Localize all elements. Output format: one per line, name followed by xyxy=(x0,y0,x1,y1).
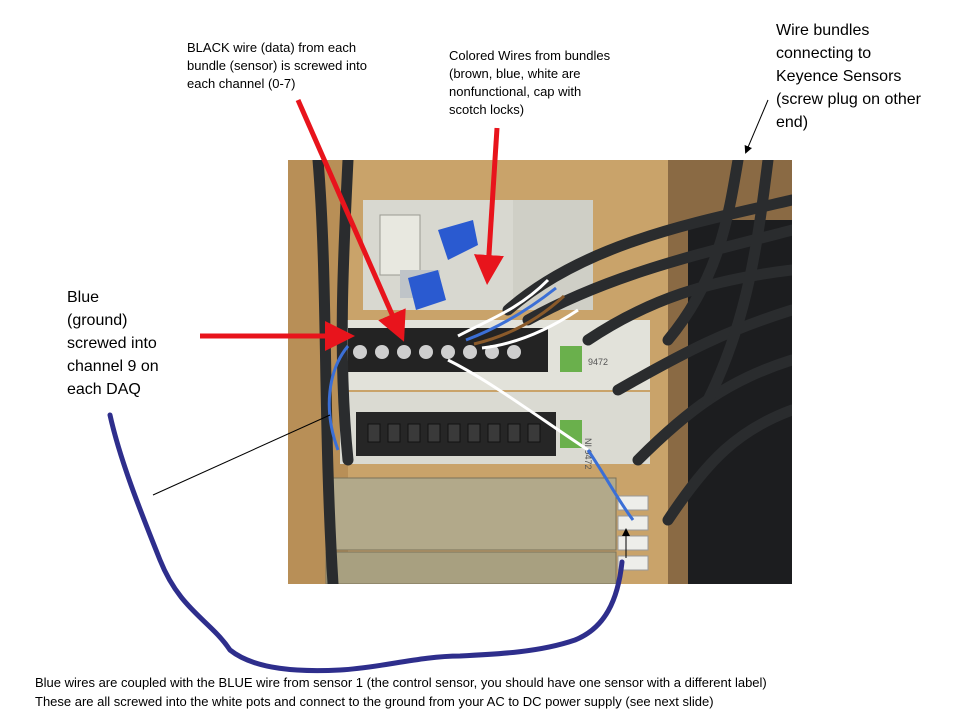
black-arrow-bundles xyxy=(744,99,769,154)
channel-leds-1 xyxy=(560,346,582,372)
bottom-note: Blue wires are coupled with the BLUE wir… xyxy=(35,675,767,709)
scotch-lock-caps xyxy=(408,220,478,310)
wire-bundles-label: Wire bundles connecting to Keyence Senso… xyxy=(776,22,921,131)
blue-ground-label: Blue (ground) screwed into channel 9 on … xyxy=(67,289,159,398)
daq-wiring-photo: 9472 NI 9472 xyxy=(288,160,792,584)
black-wire-label: BLACK wire (data) from each bundle (sens… xyxy=(187,40,367,91)
terminal-screws-1 xyxy=(353,345,521,359)
daq-module-3 xyxy=(325,477,617,551)
daq-module-4 xyxy=(325,551,617,584)
module-label-1: 9472 xyxy=(588,357,608,367)
colored-wires-label: Colored Wires from bundles (brown, blue,… xyxy=(449,48,611,117)
terminal-screws-2 xyxy=(367,423,541,443)
